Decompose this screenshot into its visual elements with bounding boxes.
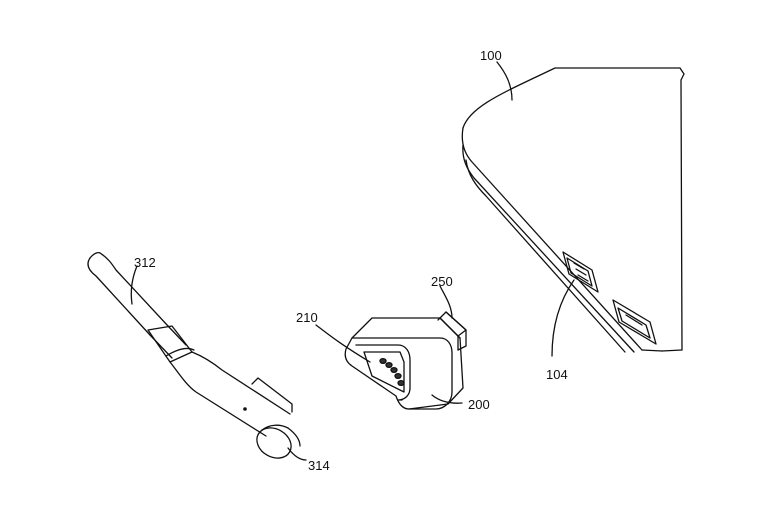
adapter-body bbox=[344, 317, 464, 410]
leader-line-100 bbox=[496, 61, 513, 101]
laptop-body bbox=[461, 67, 685, 353]
leader-line-250 bbox=[439, 285, 453, 319]
cable-strain-relief bbox=[147, 325, 193, 363]
adapter-plug-250 bbox=[437, 311, 467, 351]
leader-line-104 bbox=[551, 279, 575, 357]
laptop-port-secondary bbox=[612, 299, 657, 345]
cable-connector-body bbox=[165, 347, 293, 437]
leader-line-210 bbox=[315, 324, 371, 363]
laptop-port-104 bbox=[562, 251, 599, 293]
leader-line-314 bbox=[287, 447, 307, 461]
leader-line-200 bbox=[431, 394, 463, 404]
label-312: 312 bbox=[134, 255, 156, 270]
label-200: 200 bbox=[468, 397, 490, 412]
label-250: 250 bbox=[431, 274, 453, 289]
leader-line-312 bbox=[130, 265, 138, 305]
cable-connector-end-314 bbox=[256, 424, 301, 459]
label-210: 210 bbox=[296, 310, 318, 325]
cable-312 bbox=[87, 252, 169, 336]
label-104: 104 bbox=[546, 367, 568, 382]
label-100: 100 bbox=[480, 48, 502, 63]
label-314: 314 bbox=[308, 458, 330, 473]
